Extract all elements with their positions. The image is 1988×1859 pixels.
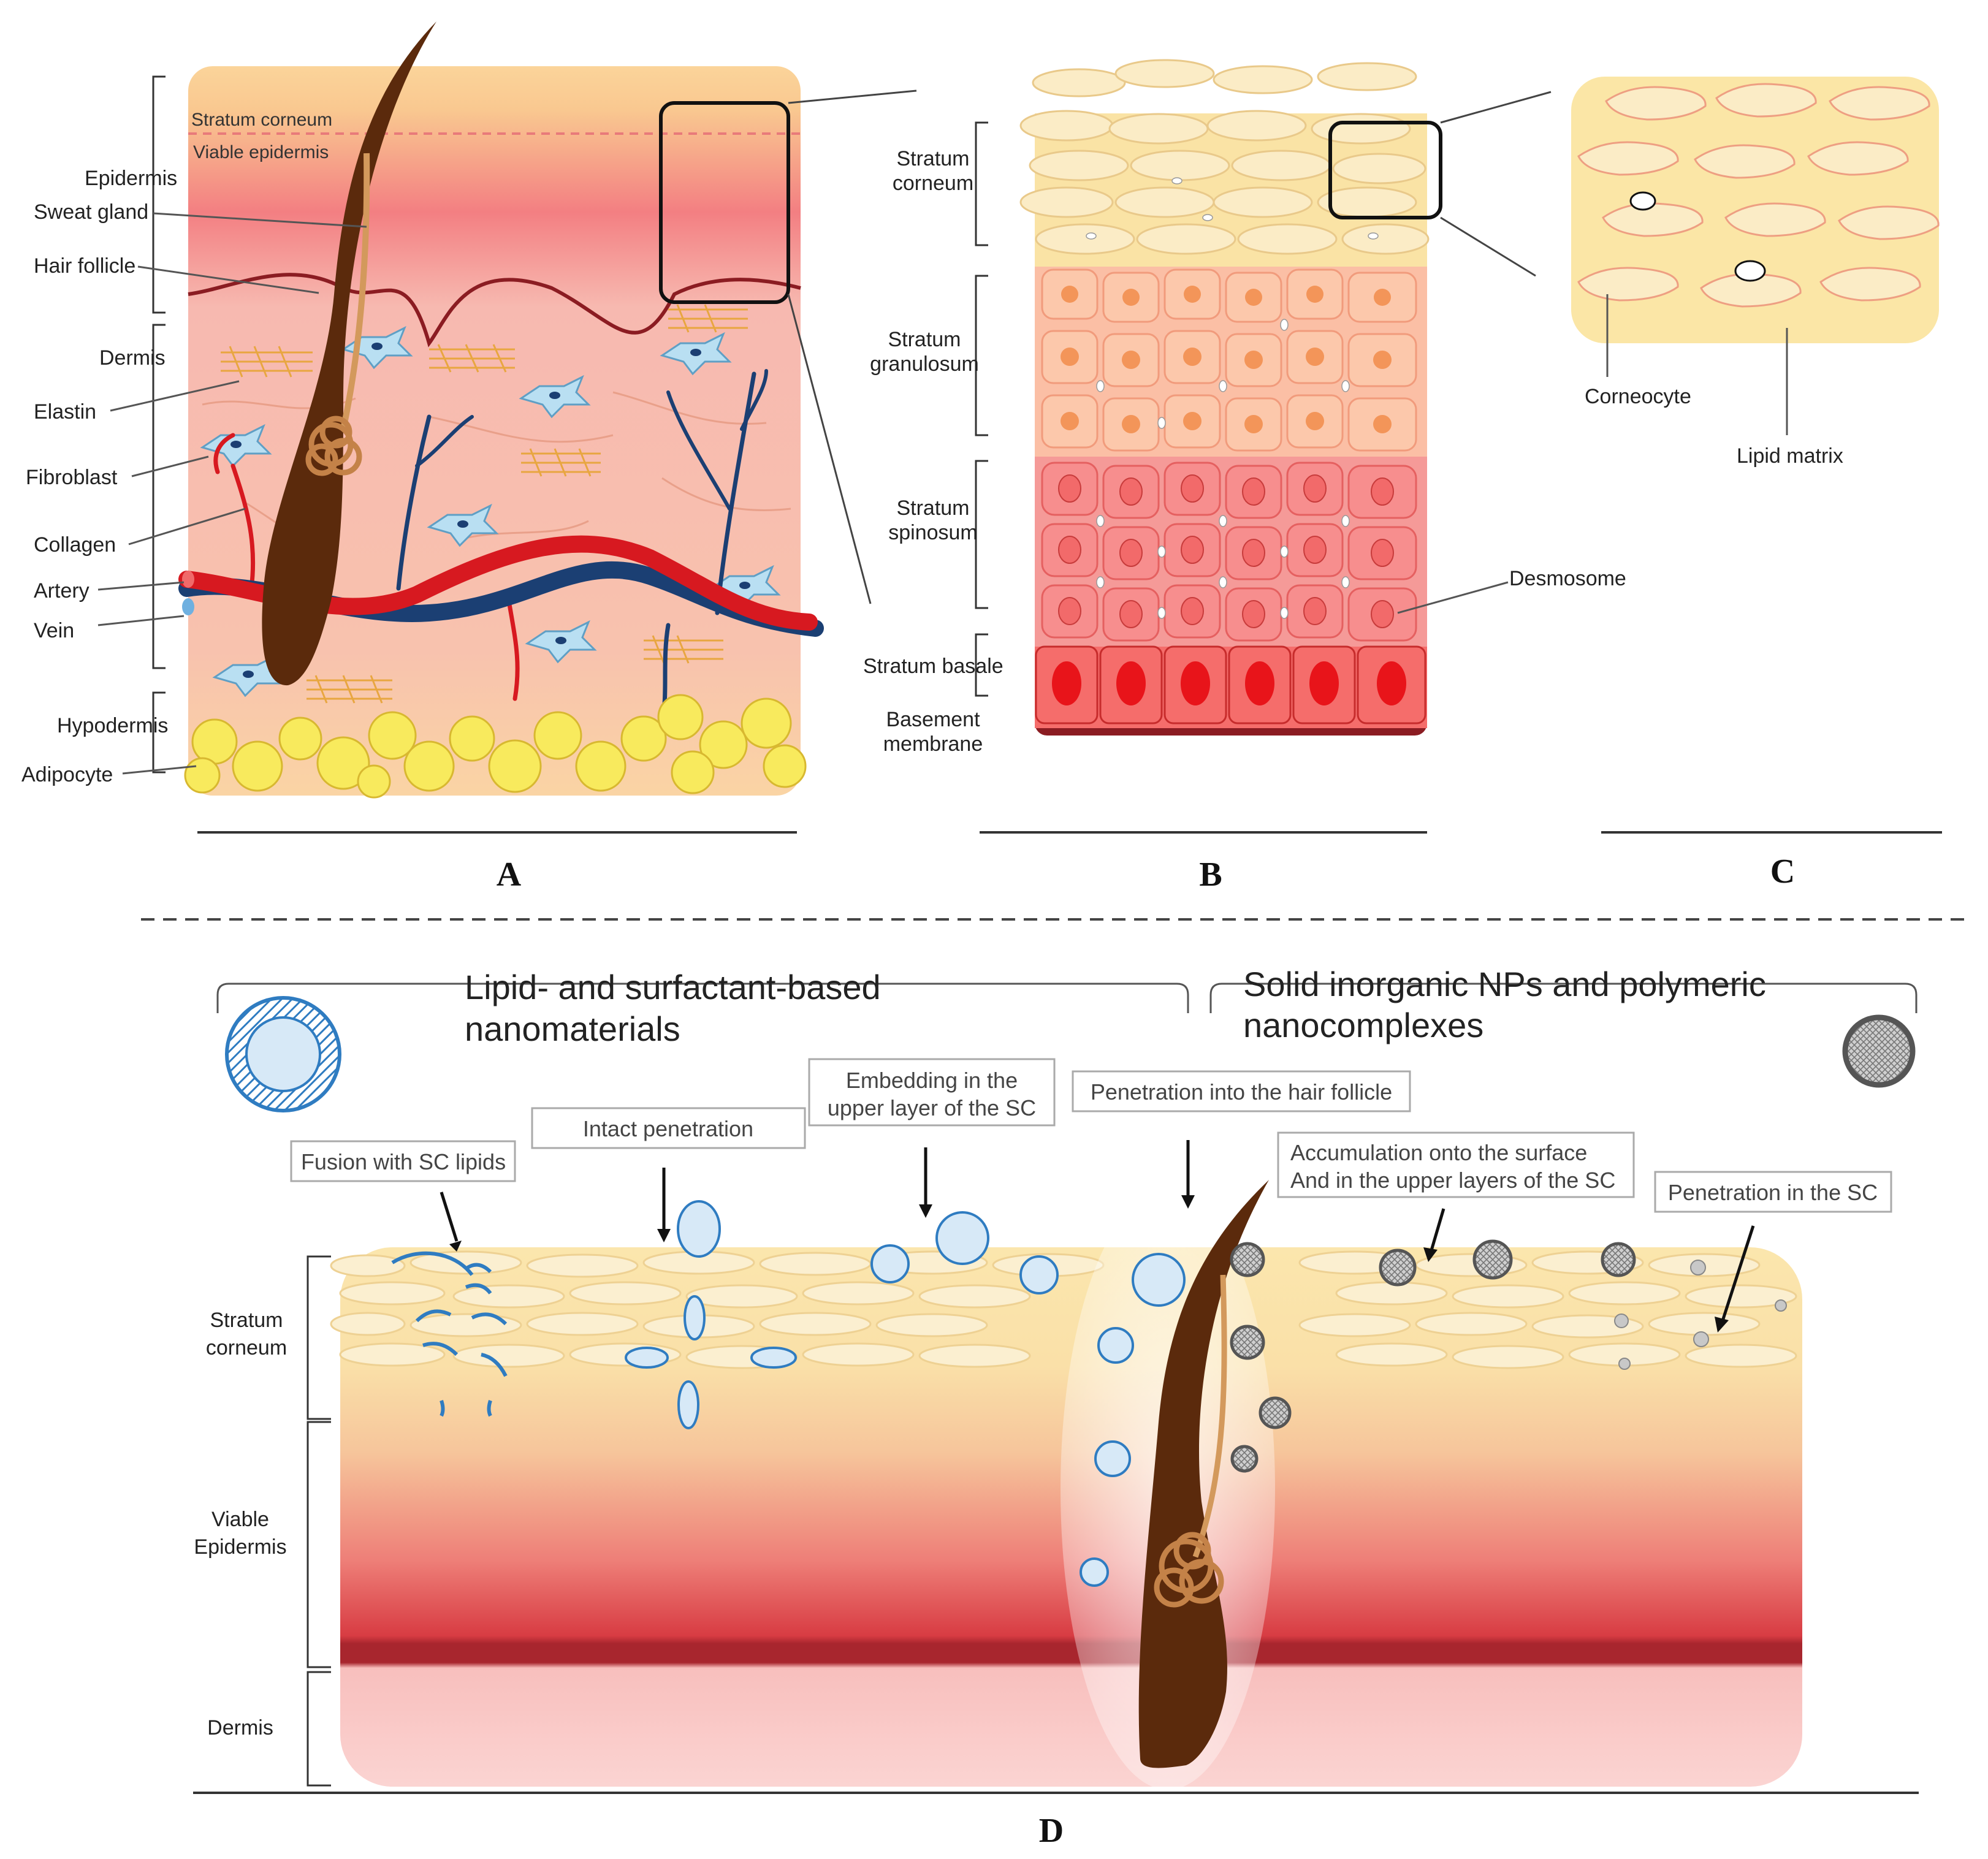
label-lipid-matrix: Lipid matrix — [1737, 444, 1843, 468]
sweat-coil-d — [1154, 1532, 1224, 1608]
pathway-follicle: Penetration into the hair follicle — [1072, 1070, 1411, 1209]
label-collagen: Collagen — [34, 533, 116, 557]
label-viable-epidermis-a: Viable epidermis — [193, 142, 329, 162]
sweat-duct-d — [1192, 1274, 1227, 1558]
panel-letter-d: D — [1039, 1812, 1064, 1850]
fused-lipid-fragments — [391, 1251, 508, 1417]
hair-shaft-a — [262, 21, 436, 686]
label-dermis-d: Dermis — [207, 1716, 273, 1739]
small-solid-particles — [1614, 1260, 1787, 1370]
pathway-penetration-sc: Penetration in the SC — [1654, 1171, 1892, 1332]
lipid-nanoparticles — [625, 1200, 1186, 1587]
hair-shaft-d — [1138, 1180, 1269, 1768]
panel-letter-c: C — [1770, 853, 1795, 891]
panel-a: Stratum corneum Viable epidermis Epiderm… — [21, 21, 917, 894]
corneocytes-b — [1019, 59, 1430, 255]
pathway-penetration-sc-label: Penetration in the SC — [1668, 1180, 1878, 1205]
label-dermis-a: Dermis — [99, 346, 166, 370]
panel-c: Corneocyte Lipid matrix C — [1571, 77, 1942, 891]
label-vein: Vein — [34, 619, 74, 642]
granular-nuclei — [1061, 286, 1392, 433]
label-hair-follicle-a: Hair follicle — [34, 254, 135, 278]
zoom-box-b — [1328, 121, 1442, 219]
lipid-nanoparticle-icon — [225, 996, 341, 1112]
label-desmosome: Desmosome — [1509, 567, 1626, 590]
pathway-intact: Intact penetration — [531, 1107, 806, 1242]
basal-cells — [1035, 645, 1426, 724]
pathway-intact-label: Intact penetration — [583, 1116, 753, 1141]
skin-block-a — [188, 66, 801, 796]
panel-letter-b: B — [1199, 856, 1222, 894]
pathway-fusion-label: Fusion with SC lipids — [301, 1149, 506, 1174]
panel-letter-a: A — [497, 856, 522, 894]
solid-nanoparticle-icon — [1842, 1014, 1916, 1088]
sweat-gland-coil — [305, 416, 362, 476]
collagen-fibers — [221, 304, 748, 704]
label-hypodermis: Hypodermis — [57, 714, 168, 737]
label-stratum-basale: Stratum basale — [863, 655, 1004, 678]
desmosomes — [1086, 177, 1379, 619]
label-epidermis-a: Epidermis — [85, 167, 177, 190]
label-corneocyte: Corneocyte — [1585, 385, 1691, 408]
label-fibroblast: Fibroblast — [26, 466, 118, 489]
spinous-nuclei — [1058, 474, 1394, 628]
label-stratum-corneum-a: Stratum corneum — [191, 110, 332, 130]
corneocytes-c — [1577, 83, 1940, 308]
capillaries — [213, 369, 768, 726]
label-elastin: Elastin — [34, 400, 96, 424]
label-adipocyte: Adipocyte — [21, 763, 113, 786]
zoom-box-a — [659, 101, 790, 304]
granular-cells — [1041, 268, 1417, 452]
spinous-cells — [1041, 462, 1417, 642]
sweat-gland-duct — [340, 153, 370, 430]
dermal-junction — [188, 273, 801, 348]
basal-nuclei — [1052, 661, 1406, 705]
pathway-follicle-label: Penetration into the hair follicle — [1091, 1079, 1392, 1104]
label-sweat-gland: Sweat gland — [34, 200, 148, 224]
label-artery: Artery — [34, 579, 89, 603]
pathway-fusion: Fusion with SC lipids — [290, 1140, 516, 1252]
solid-nanoparticles — [1230, 1239, 1636, 1473]
